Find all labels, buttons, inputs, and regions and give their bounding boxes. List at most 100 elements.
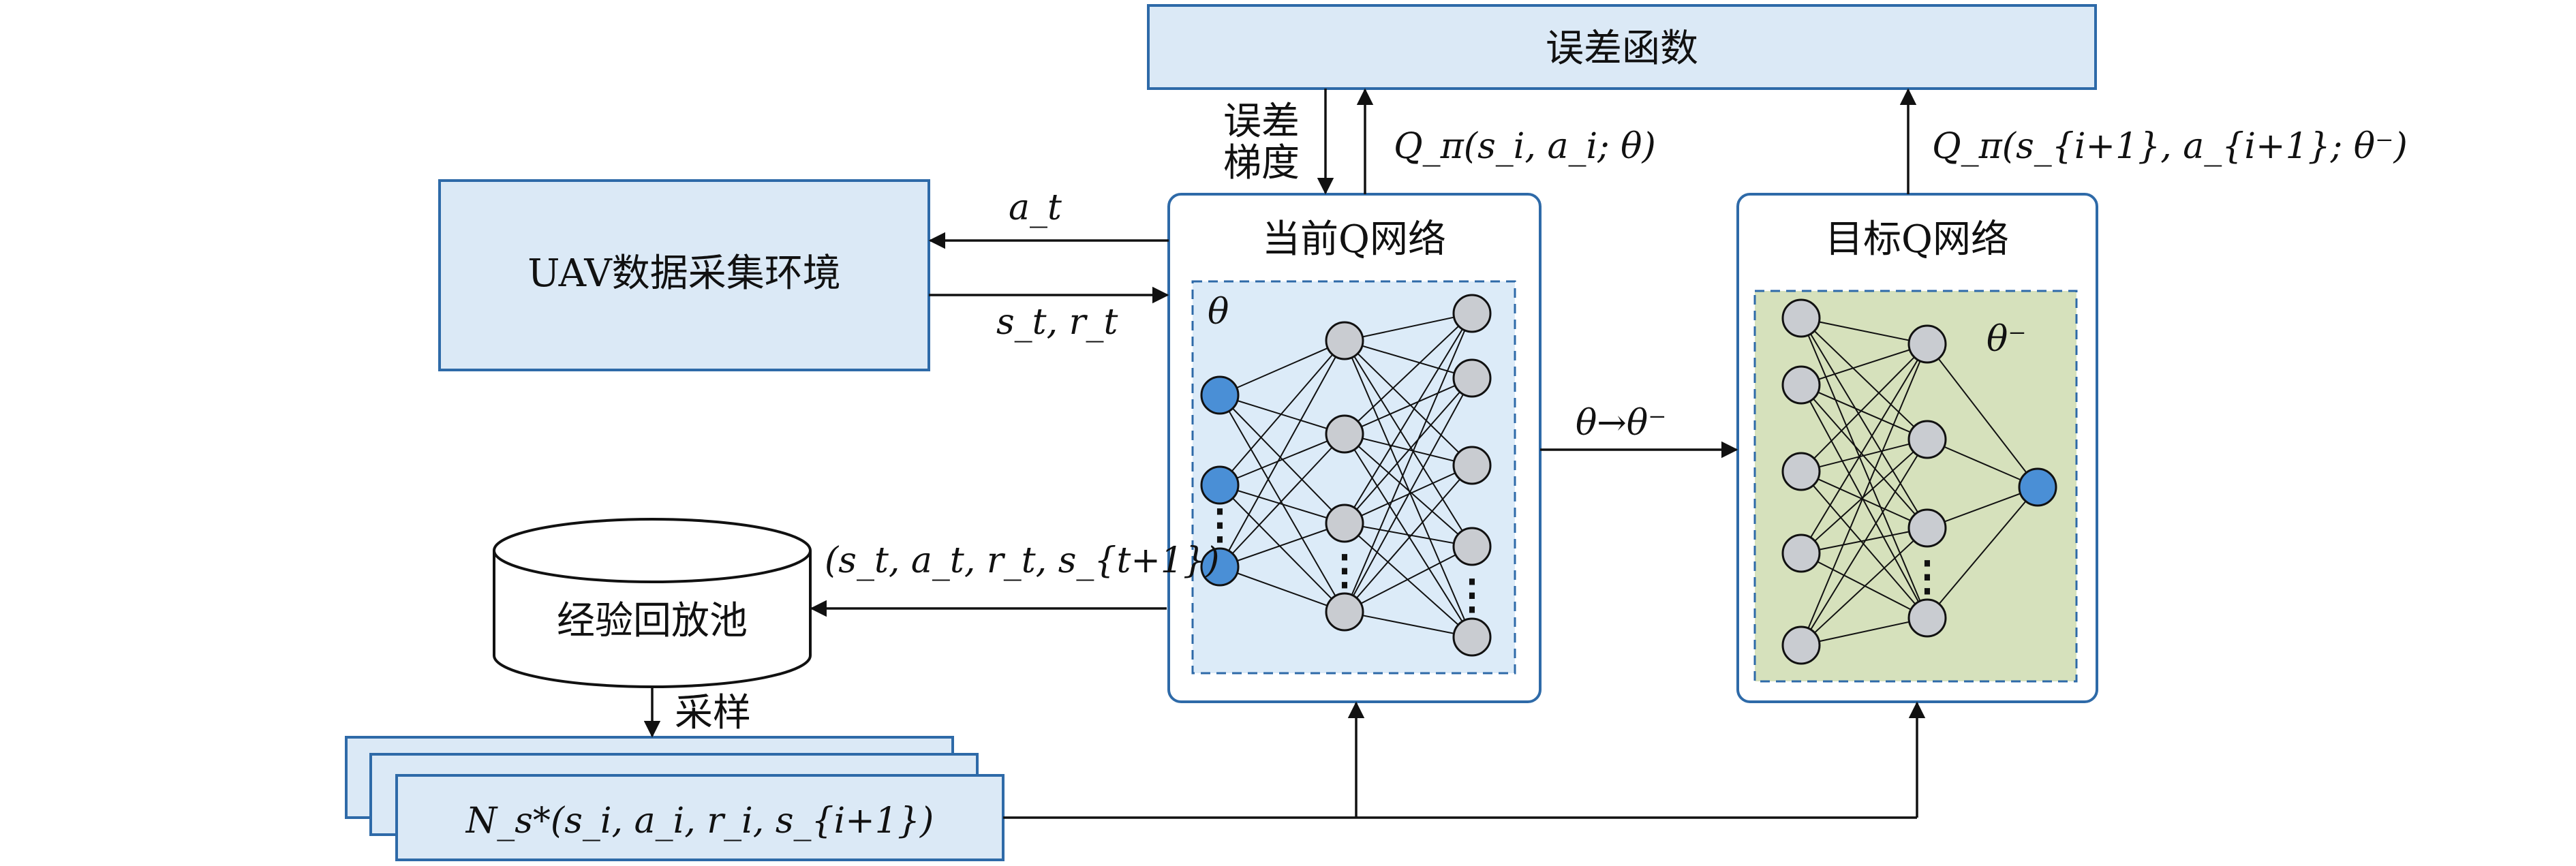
net-edge [1219,484,1345,524]
net-edge [1800,384,1928,440]
net-node [1907,598,1947,638]
net-edge [1800,527,1928,554]
net-node [1200,547,1240,587]
net-edge [1219,484,1345,613]
net-node [1325,504,1364,543]
net-edge [1800,343,1928,386]
net-edge [1344,313,1473,341]
current-q-network-graph: ⋮ ⋮ ⋮ [1199,294,1492,657]
net-edge [1800,471,1928,529]
net-node [1325,592,1364,632]
theta-label: θ [1208,292,1229,333]
net-edge [1344,377,1473,435]
net-edge [1344,611,1473,638]
net-edge [1344,546,1473,613]
net-edge [1800,527,1928,646]
net-node [1452,358,1492,398]
replay-pool-label: 经验回放池 [557,599,748,643]
error-function-label: 误差函数 [1546,27,1698,71]
net-node [1907,508,1947,548]
environment-label: UAV数据采集环境 [527,251,841,296]
net-node [1200,465,1240,505]
net-edge [1344,523,1473,638]
net-edge [1219,433,1345,486]
net-edge [1927,486,2038,619]
net-edge [1219,523,1345,568]
net-edge [1344,340,1473,379]
net-node [1781,452,1821,491]
sample-batch-label: N_s*(s_i, a_i, r_i, s_{i+1}) [465,801,934,841]
net-node [1781,533,1821,573]
replay-pool-cylinder [493,518,812,688]
net-edge [1800,343,1928,646]
sample-batch-box [395,774,1005,861]
net-node [1325,321,1364,360]
net-node [1781,298,1821,338]
net-edge [1219,566,1345,613]
net-node [1907,420,1947,459]
net-edge [1219,340,1345,396]
target-q-network-graph: ⋮ [1781,298,2057,665]
error-gradient-label-1: 误差 [1223,99,1300,144]
net-node [1325,414,1364,454]
net-edge [1927,486,2038,529]
net-node [1781,365,1821,405]
net-edge [1344,313,1473,613]
q-target-label: Q_π(s_{i+1}, a_{i+1}; θ⁻) [1932,126,2408,167]
net-ellipsis: ⋮ [1324,546,1365,594]
net-node [1907,324,1947,364]
net-node [1452,527,1492,566]
net-edge [1800,439,1928,646]
net-edge [1800,384,1928,619]
net-node [1452,617,1492,657]
transition-label: (s_t, a_t, r_t, s_{t+1}) [825,540,1219,581]
net-ellipsis: ⋮ [1452,571,1492,619]
net-edge [1344,465,1473,613]
net-edge [1219,340,1345,568]
sampling-label: 采样 [675,691,751,735]
net-edge [1800,384,1928,529]
net-node [1452,446,1492,485]
net-ellipsis: ⋮ [1907,553,1948,600]
error-gradient-label-2: 梯度 [1223,141,1300,185]
param-copy-label: θ→θ⁻ [1576,403,1667,444]
q-current-label: Q_π(s_i, a_i; θ) [1394,126,1656,167]
net-node [2018,467,2057,507]
error-function-box [1147,4,2097,90]
net-edge [1927,343,2038,488]
target-q-network-label: 目标Q网络 [1825,217,2009,262]
net-edge [1800,318,1928,619]
net-edge [1344,377,1473,613]
net-edge [1800,318,1928,529]
net-edge [1344,340,1473,547]
environment-box [438,179,930,371]
net-edge [1219,340,1345,486]
net-node [1200,375,1240,415]
net-edge [1219,433,1345,568]
net-edge [1344,340,1473,466]
theta-minus-label: θ⁻ [1987,319,2027,360]
net-edge [1344,523,1473,547]
net-edge [1800,318,1928,345]
net-node [1452,294,1492,333]
net-edge [1800,439,1928,472]
net-edge [1344,313,1473,524]
net-edge [1344,340,1473,638]
net-edge [1800,553,1928,619]
net-edge [1219,395,1345,435]
net-ellipsis: ⋮ [1199,501,1240,548]
net-edge [1344,313,1473,435]
net-edge [1800,343,1928,472]
net-node [1781,625,1821,665]
net-edge [1800,318,1928,440]
net-edge [1800,471,1928,619]
current-q-network-label: 当前Q网络 [1262,217,1446,262]
state-reward-label: s_t, r_t [996,302,1118,343]
action-label: a_t [1009,187,1062,228]
net-edge [1800,343,1928,554]
net-edge [1800,617,1928,646]
net-edge [1344,433,1473,547]
net-edge [1927,439,2038,488]
net-edge [1344,377,1473,524]
